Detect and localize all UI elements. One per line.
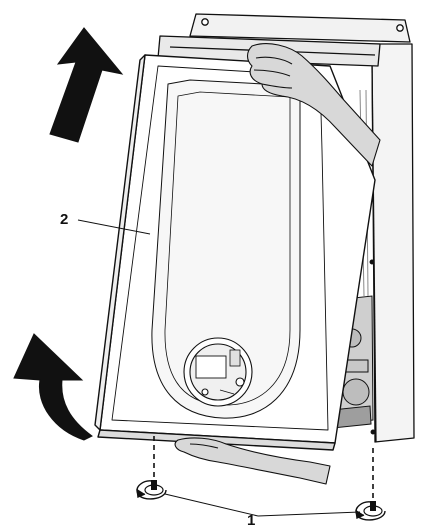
screw-right: [363, 501, 383, 517]
screw-guides: [153, 436, 374, 500]
leader-lines: [77, 219, 361, 517]
screw-left: [144, 480, 164, 496]
hand-icon: [246, 43, 381, 167]
control-display: [183, 337, 253, 407]
callout-label-1: 1: [247, 512, 256, 529]
callout-label-2: 2: [60, 211, 69, 228]
hand-icon: [174, 437, 331, 485]
rotate-screw-icon: [136, 480, 167, 500]
front-cover-panel: [94, 54, 376, 451]
lift-arrow-icon: [49, 27, 124, 143]
tilt-arrow-icon: [13, 333, 93, 441]
